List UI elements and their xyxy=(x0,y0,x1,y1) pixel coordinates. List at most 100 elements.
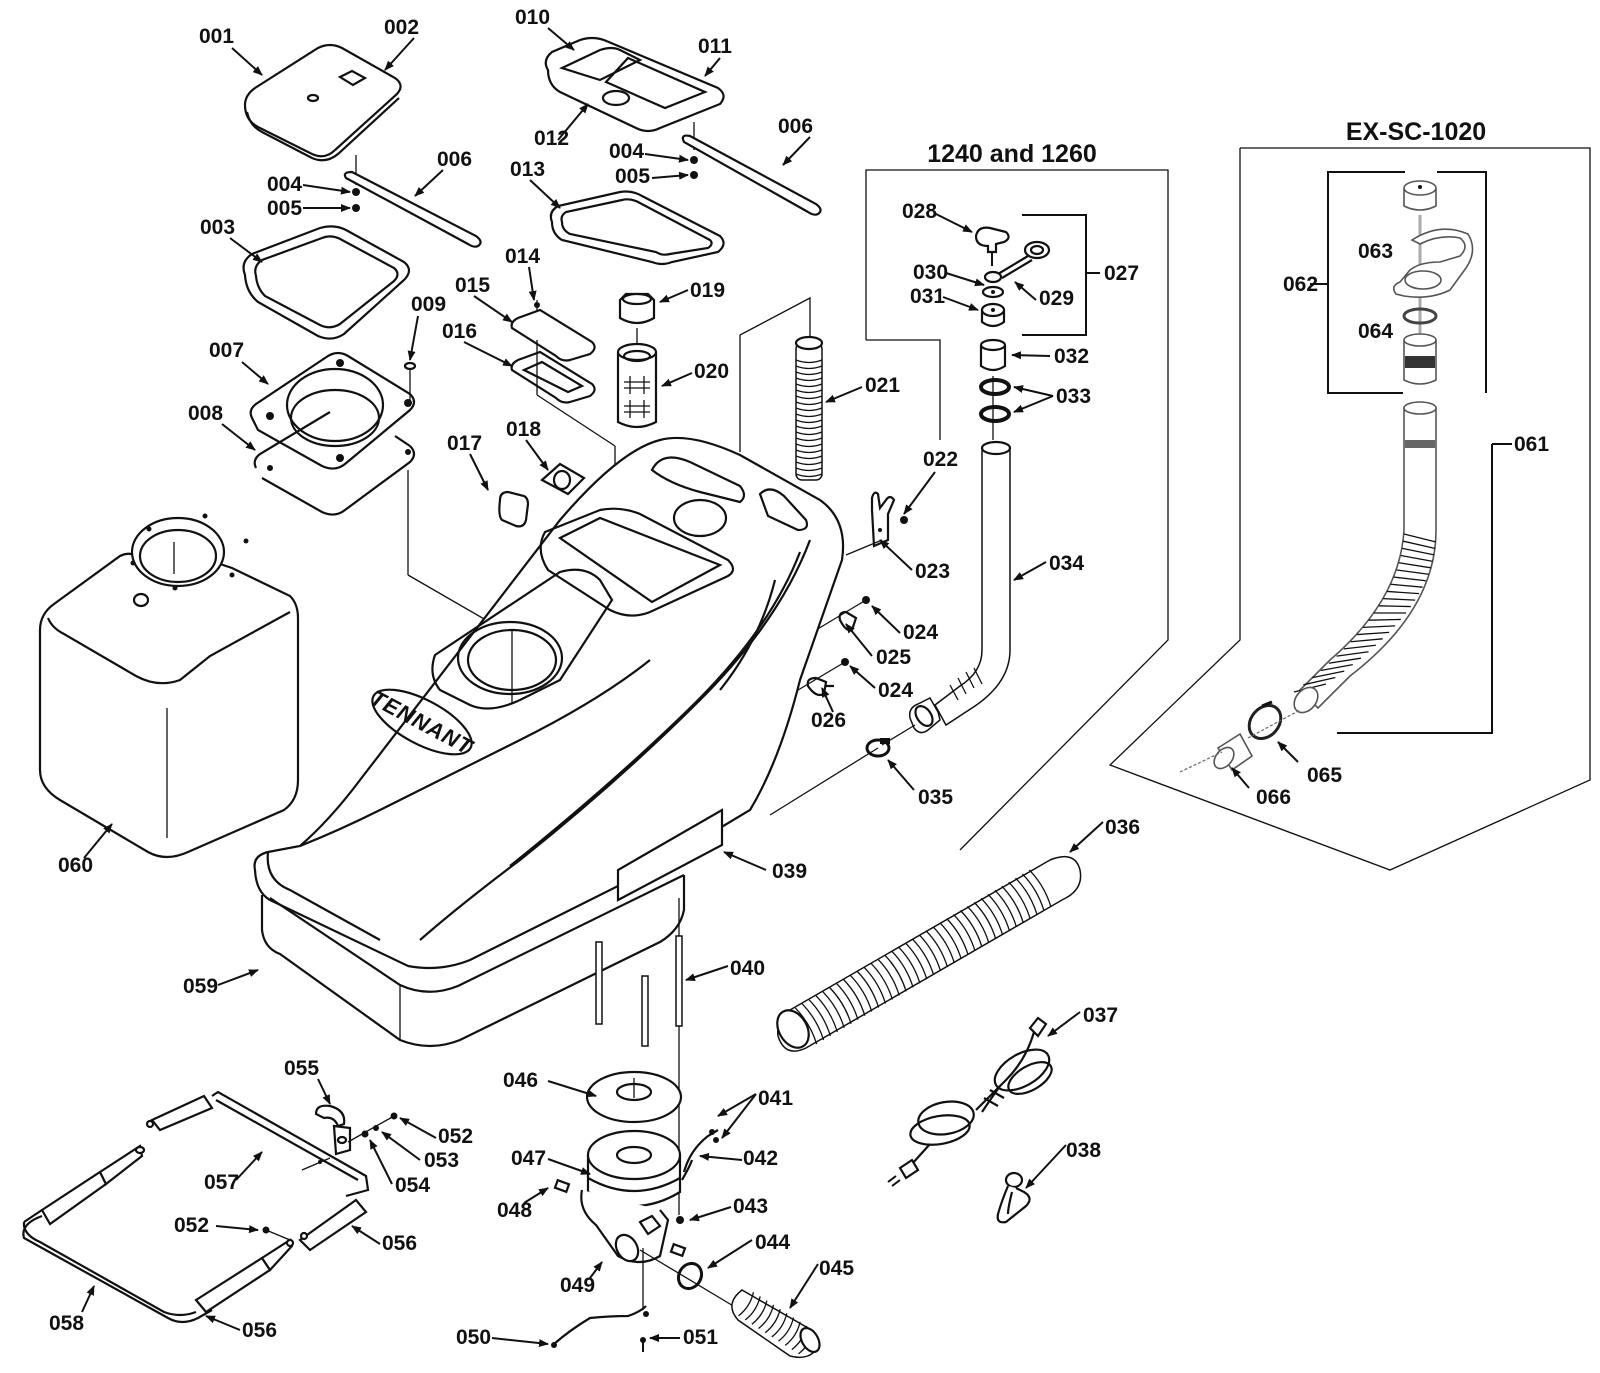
part-039-decal[interactable] xyxy=(616,808,724,902)
part-057-frame[interactable] xyxy=(211,1090,370,1198)
label-043[interactable]: 043 xyxy=(733,1195,768,1218)
part-020-filter[interactable] xyxy=(616,342,658,429)
part-059-base-housing[interactable] xyxy=(253,436,845,1048)
part-048-connector[interactable] xyxy=(553,1178,571,1194)
part-066-cuff[interactable] xyxy=(1210,732,1254,772)
part-034-elbow-hose[interactable] xyxy=(908,440,1012,734)
label-045[interactable]: 045 xyxy=(819,1257,854,1280)
part-046-gasket[interactable] xyxy=(585,1070,683,1124)
part-050-ground-wire[interactable] xyxy=(551,1305,649,1348)
part-061-hose-assembly[interactable] xyxy=(1289,401,1512,734)
label-059[interactable]: 059 xyxy=(183,975,218,998)
label-055[interactable]: 055 xyxy=(284,1057,319,1080)
part-016-cover-gasket[interactable] xyxy=(510,350,596,404)
label-054[interactable]: 054 xyxy=(395,1174,430,1197)
label-028[interactable]: 028 xyxy=(902,200,937,223)
part-035-hose-clamp[interactable] xyxy=(865,738,891,758)
label-023[interactable]: 023 xyxy=(915,560,950,583)
label-013[interactable]: 013 xyxy=(510,158,545,181)
part-063-strap[interactable] xyxy=(1392,228,1474,298)
label-046[interactable]: 046 xyxy=(503,1069,538,1092)
part-043-nut[interactable] xyxy=(676,1216,684,1224)
label-022[interactable]: 022 xyxy=(923,448,958,471)
part-049-motor-housing[interactable] xyxy=(580,1189,670,1265)
label-066[interactable]: 066 xyxy=(1256,786,1291,809)
label-015[interactable]: 015 xyxy=(455,274,490,297)
part-031-valve-body[interactable] xyxy=(980,302,1006,328)
part-041-wires[interactable] xyxy=(682,1129,719,1173)
label-052[interactable]: 052 xyxy=(174,1214,209,1237)
label-021[interactable]: 021 xyxy=(865,374,900,397)
part-010-recovery-lid[interactable] xyxy=(544,36,725,133)
label-002[interactable]: 002 xyxy=(384,16,419,39)
label-011[interactable]: 011 xyxy=(698,35,732,58)
part-021-drain-hose[interactable] xyxy=(794,335,824,481)
label-038[interactable]: 038 xyxy=(1066,1139,1101,1162)
label-005[interactable]: 005 xyxy=(267,197,302,220)
part-027-valve-assembly[interactable] xyxy=(1022,214,1100,336)
label-003[interactable]: 003 xyxy=(200,216,235,239)
label-031[interactable]: 031 xyxy=(910,285,945,308)
label-005[interactable]: 005 xyxy=(615,165,650,188)
part-062-cap-assembly[interactable] xyxy=(1310,171,1487,394)
label-025[interactable]: 025 xyxy=(876,646,911,669)
label-027[interactable]: 027 xyxy=(1104,262,1139,285)
label-010[interactable]: 010 xyxy=(515,6,550,29)
part-007-tank-flange[interactable] xyxy=(249,351,416,470)
part-006-lid-strap[interactable] xyxy=(343,170,482,248)
label-053[interactable]: 053 xyxy=(424,1149,459,1172)
label-060[interactable]: 060 xyxy=(58,854,93,877)
part-009-screw[interactable] xyxy=(403,361,417,400)
part-001-tank-lid[interactable] xyxy=(243,43,402,162)
label-016[interactable]: 016 xyxy=(442,320,477,343)
label-009[interactable]: 009 xyxy=(411,293,446,316)
label-050[interactable]: 050 xyxy=(456,1326,491,1349)
label-058[interactable]: 058 xyxy=(49,1312,84,1335)
label-048[interactable]: 048 xyxy=(497,1199,532,1222)
label-035[interactable]: 035 xyxy=(918,786,953,809)
label-018[interactable]: 018 xyxy=(506,418,541,441)
label-024[interactable]: 024 xyxy=(903,621,938,644)
label-061[interactable]: 061 xyxy=(1514,433,1549,456)
label-037[interactable]: 037 xyxy=(1083,1004,1118,1027)
label-056[interactable]: 056 xyxy=(242,1319,277,1342)
part-018-grommet[interactable] xyxy=(540,462,586,496)
label-032[interactable]: 032 xyxy=(1054,345,1089,368)
label-042[interactable]: 042 xyxy=(743,1147,778,1170)
label-007[interactable]: 007 xyxy=(209,339,244,362)
label-004[interactable]: 004 xyxy=(609,140,644,163)
label-030[interactable]: 030 xyxy=(913,261,948,284)
part-023-hose-hook[interactable] xyxy=(870,491,896,548)
part-026-clip[interactable] xyxy=(806,676,834,697)
label-051[interactable]: 051 xyxy=(683,1326,718,1349)
part-036-vacuum-hose[interactable] xyxy=(771,855,1082,1054)
part-013-lid-gasket[interactable] xyxy=(549,190,725,266)
label-017[interactable]: 017 xyxy=(447,432,482,455)
part-033-o-rings[interactable] xyxy=(979,378,1011,423)
part-065-hose-clamp[interactable] xyxy=(1243,699,1288,745)
label-062[interactable]: 062 xyxy=(1283,273,1318,296)
part-032-bushing[interactable] xyxy=(979,338,1007,372)
label-057[interactable]: 057 xyxy=(204,1171,239,1194)
part-054-nut[interactable] xyxy=(361,1130,369,1138)
label-063[interactable]: 063 xyxy=(1358,240,1393,263)
part-038-cord-hook[interactable] xyxy=(996,1171,1031,1224)
label-033[interactable]: 033 xyxy=(1056,385,1091,408)
label-034[interactable]: 034 xyxy=(1049,552,1084,575)
label-012[interactable]: 012 xyxy=(534,127,569,150)
label-001[interactable]: 001 xyxy=(199,25,234,48)
label-004[interactable]: 004 xyxy=(267,173,302,196)
label-064[interactable]: 064 xyxy=(1358,320,1393,343)
part-006-lid-strap[interactable] xyxy=(681,134,822,216)
part-015-cover-plate[interactable] xyxy=(510,308,596,362)
label-056[interactable]: 056 xyxy=(382,1232,417,1255)
part-044-hose-clamp[interactable] xyxy=(674,1259,706,1293)
label-019[interactable]: 019 xyxy=(690,279,725,302)
part-064-o-ring[interactable] xyxy=(1402,307,1438,325)
part-047-vacuum-motor[interactable] xyxy=(586,1129,682,1207)
label-006[interactable]: 006 xyxy=(778,115,813,138)
label-006[interactable]: 006 xyxy=(437,148,472,171)
label-020[interactable]: 020 xyxy=(694,360,729,383)
part-008-flange-gasket[interactable] xyxy=(253,411,416,516)
label-014[interactable]: 014 xyxy=(505,245,540,268)
